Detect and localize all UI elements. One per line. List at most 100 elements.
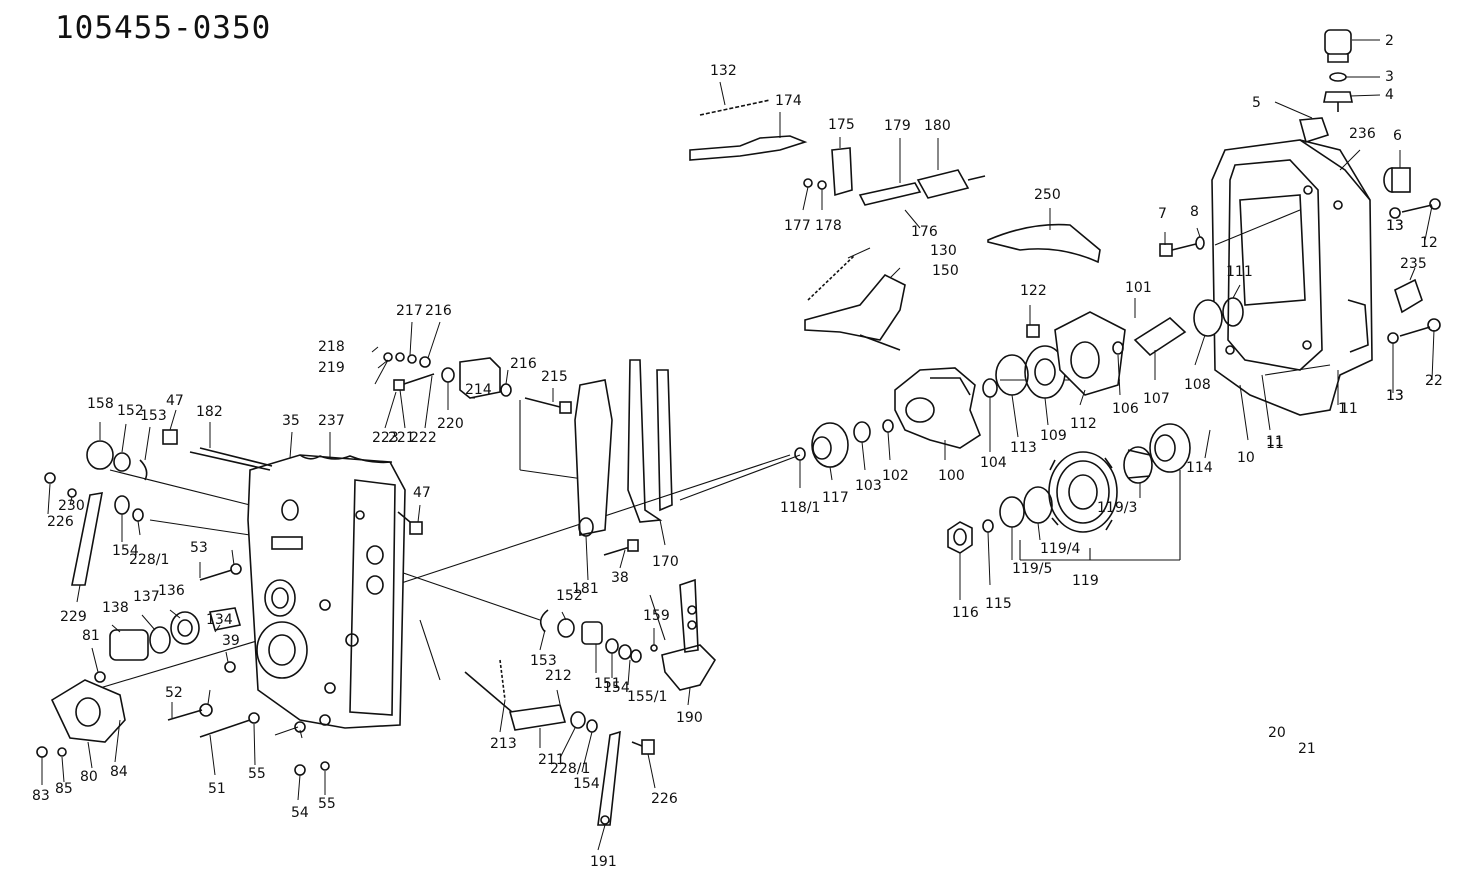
part-label-83-33: 83 <box>32 788 50 804</box>
part-label-132-59: 132 <box>710 63 737 79</box>
leader-line-221 <box>399 389 406 429</box>
cap-2-assembly <box>1323 29 1353 112</box>
leader-line-155-1 <box>627 659 631 686</box>
leader-line-117 <box>829 466 833 481</box>
part-label-211-88: 211 <box>538 752 565 768</box>
part-label-215-92: 215 <box>541 369 568 385</box>
leader-line-152a <box>121 423 127 453</box>
part-label-114-48: 114 <box>1186 460 1213 476</box>
part-label-154-72: 154 <box>573 776 600 792</box>
leader-line-39 <box>225 651 229 663</box>
lever-211-spring-213 <box>464 659 598 733</box>
leader-line-85 <box>61 756 65 783</box>
part-label-13-13: 13 <box>1386 218 1404 234</box>
bearing-109-112 <box>982 311 1126 399</box>
part-label-113-47: 113 <box>1010 440 1037 456</box>
leader-line-216b <box>427 321 441 359</box>
part-label-4-3: 4 <box>1385 87 1394 103</box>
leader-line-80 <box>87 741 93 769</box>
cover-250 <box>987 223 1101 264</box>
part-label-111-45: 111 <box>1226 264 1253 280</box>
leader-line-230 <box>69 496 73 506</box>
leader-line-134 <box>214 624 221 633</box>
leader-line-170 <box>659 519 666 546</box>
leader-line-35 <box>289 431 293 459</box>
part-label-118-1-52: 118/1 <box>780 500 820 516</box>
leader-line-103 <box>861 441 866 471</box>
leader-line-55a <box>253 723 256 766</box>
bolt-223 <box>383 352 435 391</box>
leader-line-176 <box>904 209 921 229</box>
part-label-130-58: 130 <box>930 243 957 259</box>
part-label-12-12: 12 <box>1420 235 1438 251</box>
part-label-214-91: 214 <box>465 382 492 398</box>
leader-line-153a <box>144 426 151 461</box>
leader-line-212 <box>556 689 561 705</box>
part-label-216-94: 216 <box>510 356 537 372</box>
part-label-174-77: 174 <box>775 93 802 109</box>
part-label-39-22: 39 <box>222 633 240 649</box>
part-label-212-89: 212 <box>545 668 572 684</box>
leader-line-114 <box>1204 429 1211 459</box>
part-label-221-99: 221 <box>388 430 415 446</box>
leader-line-109 <box>1044 397 1049 426</box>
leader-line-84 <box>114 719 121 763</box>
lever-150 <box>804 254 906 351</box>
part-label-235-108: 235 <box>1400 256 1427 272</box>
bolts-left <box>167 511 423 776</box>
leader-line-10 <box>1239 384 1249 441</box>
part-label-47-23: 47 <box>166 393 184 409</box>
leader-line-119-4 <box>1037 522 1041 541</box>
part-label-158-74: 158 <box>87 396 114 412</box>
part-label-217-95: 217 <box>396 303 423 319</box>
part-label-55-29: 55 <box>248 766 266 782</box>
leader-line-12 <box>1424 205 1433 241</box>
gear-119 <box>1048 451 1118 533</box>
part-label-13-14: 13 <box>1386 388 1404 404</box>
part-label-100-36: 100 <box>938 468 965 484</box>
part-label-220-98: 220 <box>437 416 464 432</box>
part-label-136-61: 136 <box>158 583 185 599</box>
part-label-109-44: 109 <box>1040 428 1067 444</box>
part-label-117-51: 117 <box>822 490 849 506</box>
part-label-237-110: 237 <box>318 413 345 429</box>
part-label-119-4-55: 119/4 <box>1040 541 1080 557</box>
bolt-38 <box>603 539 639 556</box>
part-label-51-25: 51 <box>208 781 226 797</box>
part-label-20-17: 20 <box>1268 725 1286 741</box>
part-label-151-65: 151 <box>594 676 621 692</box>
part-label-119-53: 119 <box>1072 573 1099 589</box>
leader-line-47b <box>417 504 421 523</box>
bolt-7-washer-8 <box>1159 236 1205 257</box>
part-label-154-70: 154 <box>112 543 139 559</box>
part-label-35-20: 35 <box>282 413 300 429</box>
part-label-180-83: 180 <box>924 118 951 134</box>
leader-line-112 <box>1079 389 1086 406</box>
leader-line-229 <box>76 584 81 603</box>
part-label-190-86: 190 <box>676 710 703 726</box>
part-label-102-38: 102 <box>882 468 909 484</box>
part-label-228-1-105: 228/1 <box>550 761 590 777</box>
part-label-7-6: 7 <box>1158 206 1167 222</box>
lever-190 <box>650 578 717 691</box>
part-label-54-28: 54 <box>291 805 309 821</box>
nut-116 <box>947 521 973 554</box>
plug-138-group <box>109 607 242 661</box>
part-label-229-106: 229 <box>60 609 87 625</box>
part-label-226-102: 226 <box>47 514 74 530</box>
plug-158-group <box>86 429 271 481</box>
part-label-159-75: 159 <box>643 608 670 624</box>
part-label-153-68: 153 <box>140 408 167 424</box>
leader-line-108 <box>1194 334 1206 366</box>
part-label-10-8: 10 <box>1237 450 1255 466</box>
leader-line-137 <box>141 614 156 631</box>
leader-line-191 <box>597 824 606 851</box>
part-label-152-67: 152 <box>556 588 583 604</box>
leader-line-223 <box>384 391 397 429</box>
part-label-103-39: 103 <box>855 478 882 494</box>
plug-5 <box>1298 117 1330 144</box>
part-label-116-50: 116 <box>952 605 979 621</box>
leader-line-213 <box>499 699 506 733</box>
part-label-153-69: 153 <box>530 653 557 669</box>
